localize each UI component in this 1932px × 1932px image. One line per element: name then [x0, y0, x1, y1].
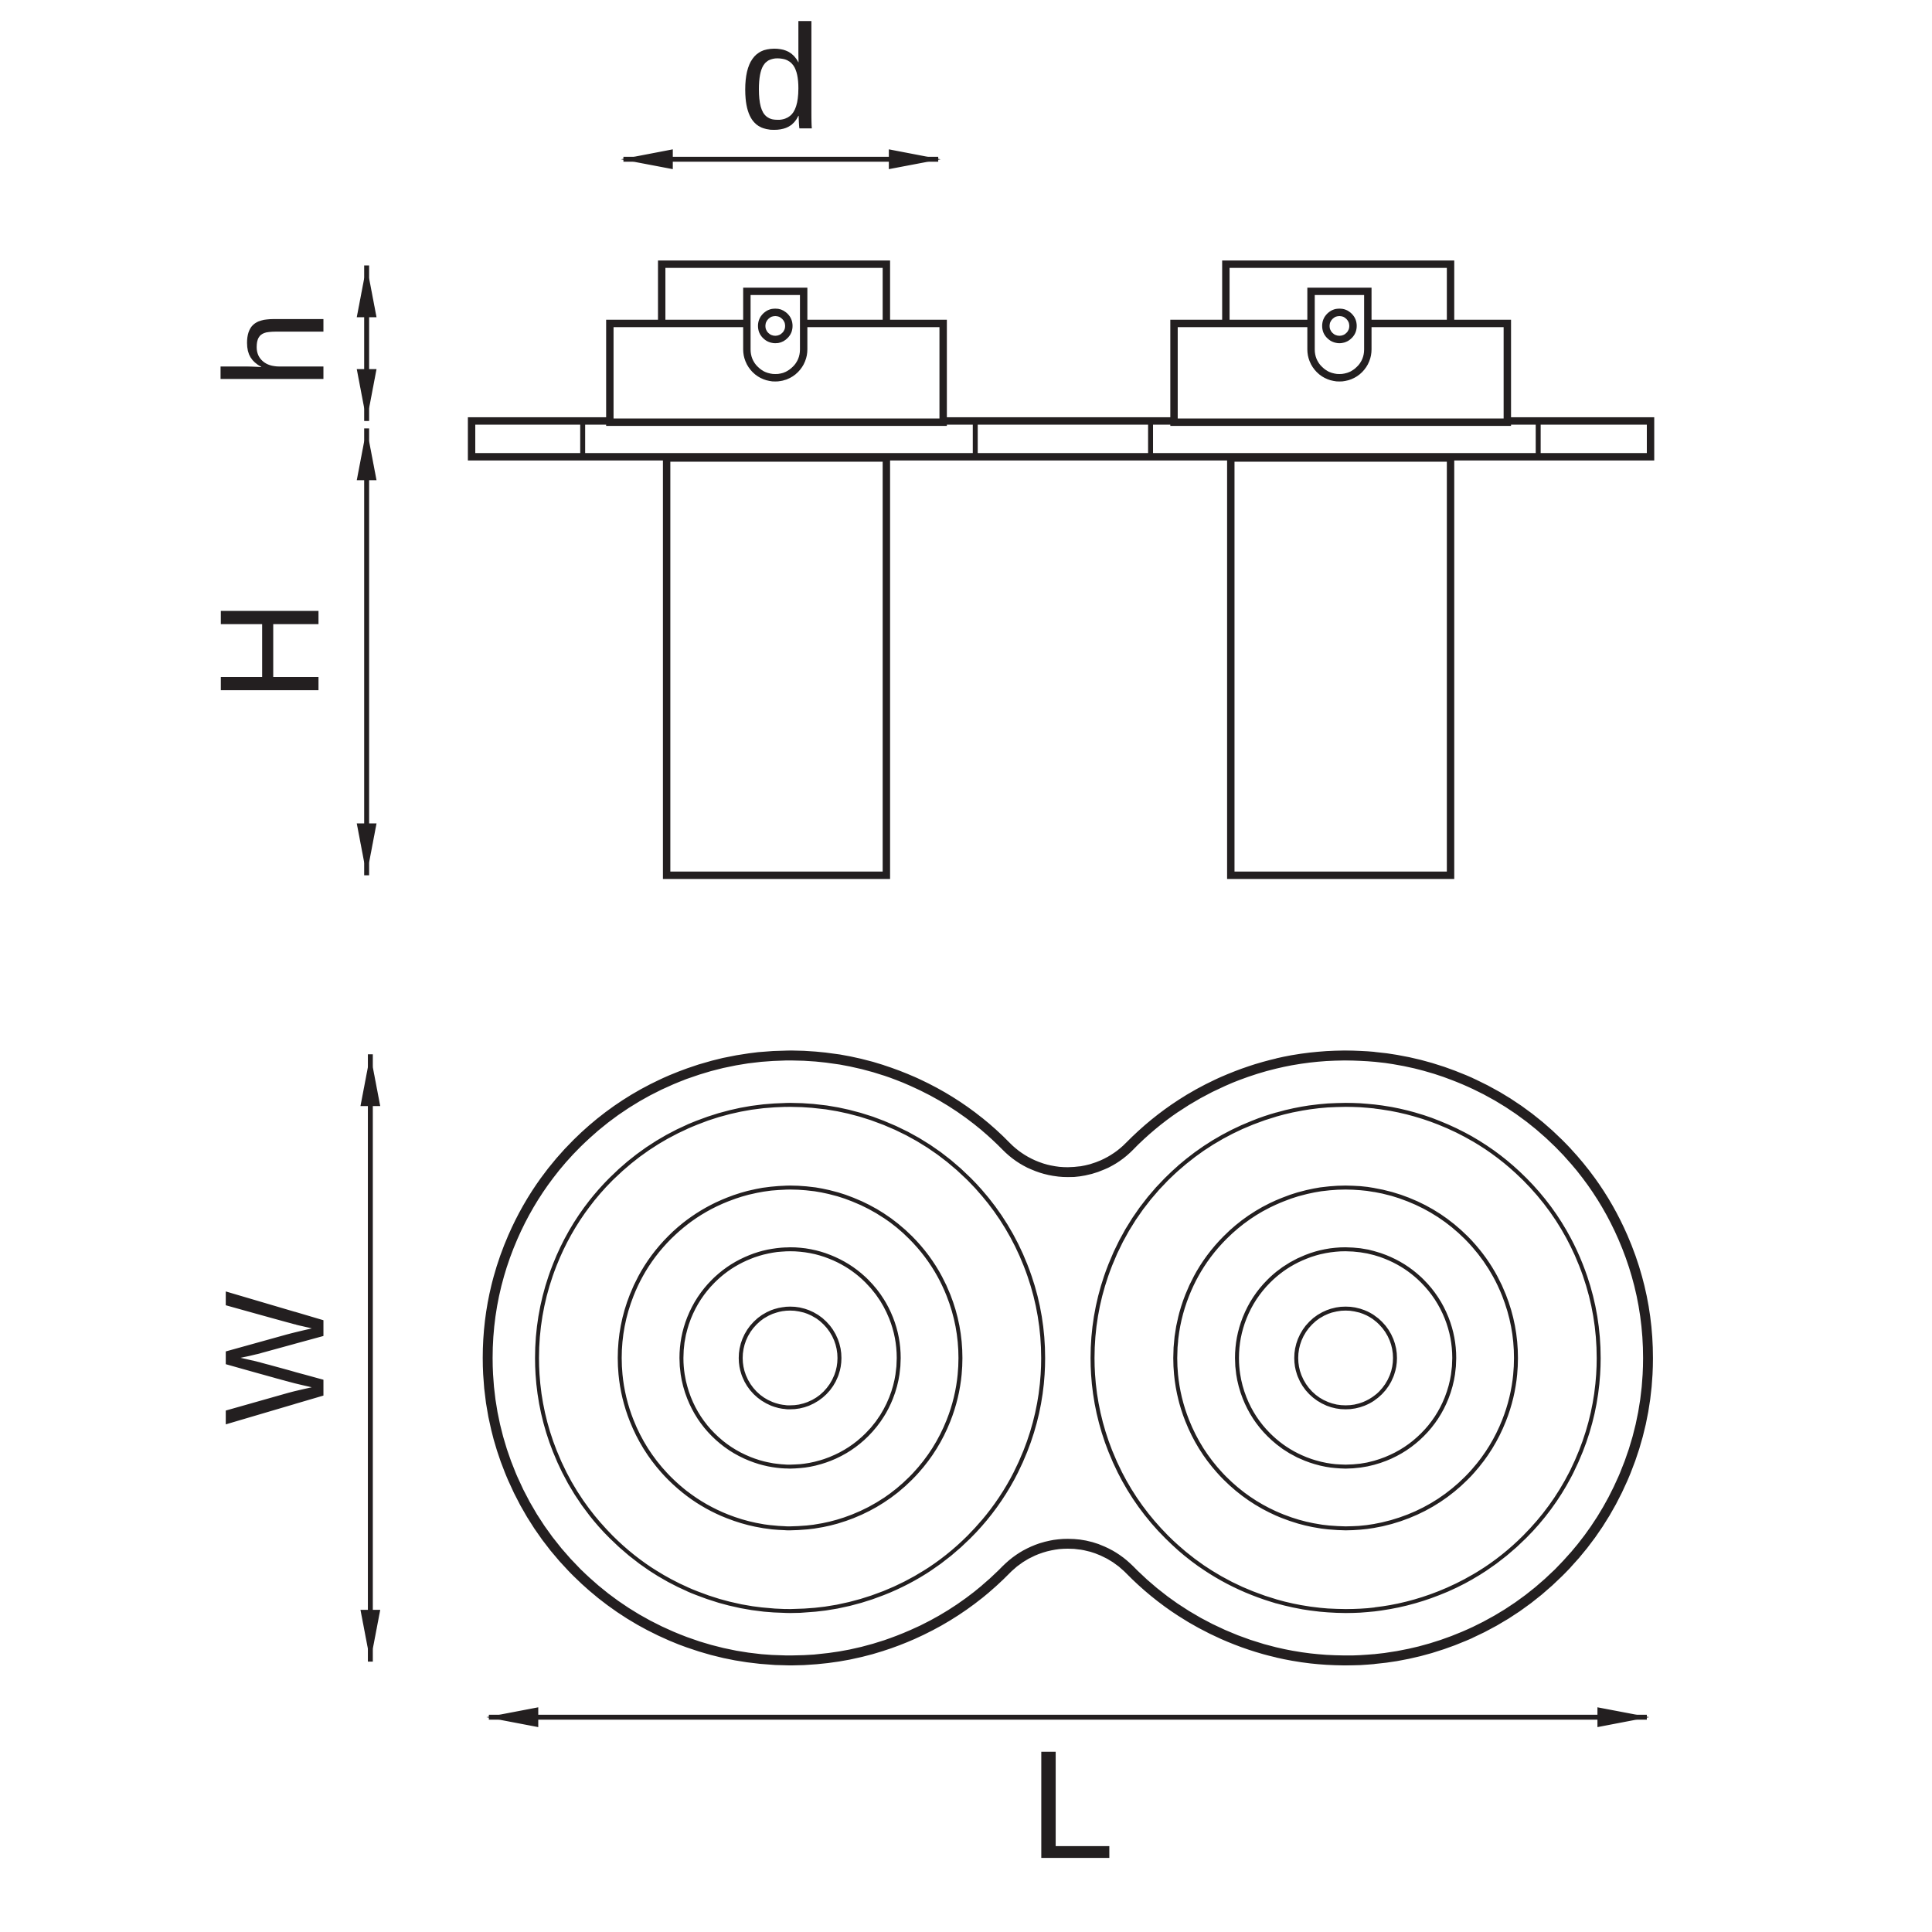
arrowhead-right-icon [1597, 1707, 1650, 1727]
dimension-label-h: h [196, 310, 354, 389]
right-reflector-ring [1235, 1247, 1457, 1469]
dimension-label-d: d [739, 0, 821, 160]
mounting-flange-plate [468, 417, 1655, 461]
left-trim-ring-outer [535, 1103, 1046, 1614]
arrowhead-down-icon [356, 823, 377, 876]
arrowhead-left-icon [621, 149, 673, 169]
dimension-label-L: L [1029, 1719, 1114, 1891]
dimension-H: H [190, 428, 377, 876]
left-lamp-aperture [738, 1306, 842, 1410]
arrowhead-down-icon [360, 1610, 381, 1662]
arrowhead-up-icon [356, 265, 377, 318]
dimension-label-W: W [196, 1291, 354, 1425]
right-recessed-housing [1226, 454, 1454, 879]
side-elevation-view [468, 260, 1655, 879]
left-trim-ring-mid [617, 1185, 963, 1531]
left-clip-hole [757, 308, 793, 344]
left-recessed-housing [662, 454, 890, 879]
right-lamp-aperture [1294, 1306, 1397, 1410]
arrowhead-down-icon [356, 369, 377, 421]
dimension-label-H: H [190, 600, 349, 702]
right-trim-ring-outer [1090, 1103, 1601, 1614]
plan-view [482, 1050, 1653, 1665]
arrowhead-up-icon [360, 1054, 381, 1107]
left-reflector-ring [679, 1247, 901, 1469]
figure-eight-bezel-outline [482, 1050, 1653, 1665]
arrowhead-left-icon [486, 1707, 539, 1727]
right-clip-hole [1321, 308, 1357, 344]
dimension-W: W [196, 1054, 381, 1662]
right-trim-ring-mid [1173, 1185, 1519, 1531]
arrowhead-up-icon [356, 428, 377, 481]
dimension-L: L [486, 1707, 1650, 1891]
dimension-h: h [196, 265, 377, 421]
arrowhead-right-icon [889, 149, 941, 169]
dimension-d: d [621, 0, 941, 169]
